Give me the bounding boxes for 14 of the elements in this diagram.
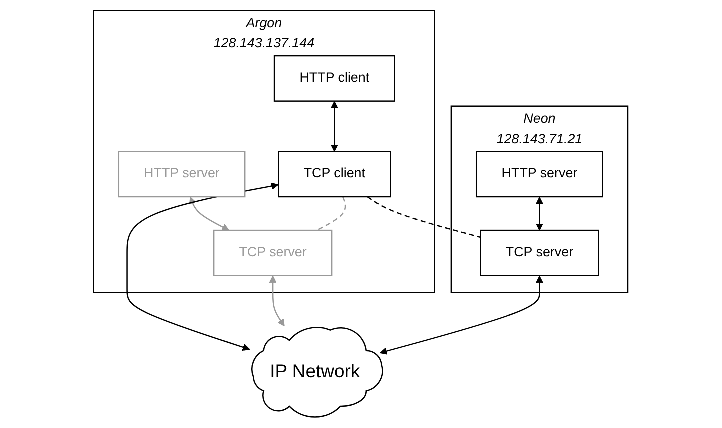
connector — [316, 196, 346, 232]
node-box: HTTP client — [274, 55, 396, 102]
arrow — [126, 182, 279, 352]
node-box: TCP client — [278, 151, 392, 198]
node-box: HTTP server — [476, 151, 604, 198]
node-box: TCP server — [480, 230, 600, 276]
arrow — [270, 276, 285, 327]
connector — [367, 196, 482, 238]
arrow — [536, 197, 544, 231]
node-box: TCP server — [214, 230, 333, 276]
arrow — [331, 101, 338, 152]
node-box: HTTP server — [118, 151, 246, 198]
arrow — [380, 276, 544, 355]
arrow — [190, 196, 230, 231]
